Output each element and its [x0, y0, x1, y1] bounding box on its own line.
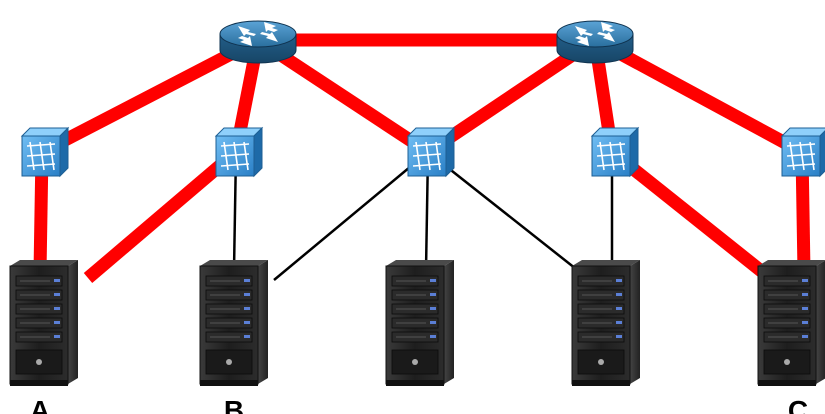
- server-label-c: C: [788, 395, 808, 414]
- server-led-icon: [54, 279, 60, 282]
- server-led-icon: [54, 293, 60, 296]
- server-led-icon: [616, 293, 622, 296]
- switch-grid-icon: [26, 141, 56, 171]
- server-led-icon: [616, 321, 622, 324]
- switch-grid-icon: [412, 141, 442, 171]
- server-led-icon: [54, 321, 60, 324]
- server-led-icon: [54, 335, 60, 338]
- switch-grid-icon: [786, 141, 816, 171]
- server-icon-server-4: [571, 260, 640, 386]
- server-icon-server-3: [385, 260, 454, 386]
- server-label-a: A: [30, 395, 50, 414]
- server-led-icon: [616, 335, 622, 338]
- server-logo-icon: [226, 359, 232, 365]
- server-led-icon: [430, 321, 436, 324]
- passive-link-switch-3-server-b: [273, 151, 429, 281]
- switch-icon: [780, 127, 825, 178]
- passive-link-switch-3-server-4: [427, 151, 591, 281]
- server-led-icon: [802, 279, 808, 282]
- server-logo-icon: [598, 359, 604, 365]
- server-led-icon: [430, 293, 436, 296]
- server-icon-server-a: A: [9, 260, 78, 414]
- switch-icon: [590, 126, 640, 178]
- router-arrows-icon: [575, 22, 615, 46]
- server-icon-server-b: B: [199, 260, 268, 414]
- server-led-icon: [802, 307, 808, 310]
- server-led-icon: [244, 321, 250, 324]
- server-led-icon: [430, 307, 436, 310]
- server-logo-icon: [36, 359, 42, 365]
- active-link-switch-4-server-c: [607, 146, 775, 284]
- server-logo-icon: [784, 359, 790, 365]
- server-led-icon: [244, 307, 250, 310]
- server-led-icon: [616, 307, 622, 310]
- nodes-layer: A B C: [9, 20, 825, 414]
- server-led-icon: [430, 335, 436, 338]
- router-icon: [219, 20, 297, 64]
- server-led-icon: [244, 279, 250, 282]
- switch-icon: [214, 126, 264, 178]
- server-led-icon: [430, 279, 436, 282]
- server-led-icon: [802, 321, 808, 324]
- switch-grid-icon: [220, 141, 250, 171]
- switch-icon: [406, 126, 456, 178]
- server-led-icon: [54, 307, 60, 310]
- server-led-icon: [244, 293, 250, 296]
- server-label-b: B: [224, 395, 244, 414]
- router-arrows-icon: [238, 22, 278, 46]
- server-icon-server-c: C: [757, 260, 825, 414]
- server-led-icon: [802, 335, 808, 338]
- active-link-switch-2-server-a: [83, 147, 241, 283]
- active-link-router-2-switch-5: [591, 34, 806, 158]
- switch-icon: [20, 126, 70, 178]
- server-led-icon: [616, 279, 622, 282]
- switch-grid-icon: [596, 141, 626, 171]
- server-led-icon: [244, 335, 250, 338]
- server-led-icon: [802, 293, 808, 296]
- router-icon: [556, 20, 634, 64]
- server-logo-icon: [412, 359, 418, 365]
- active-link-router-1-switch-1: [39, 34, 261, 158]
